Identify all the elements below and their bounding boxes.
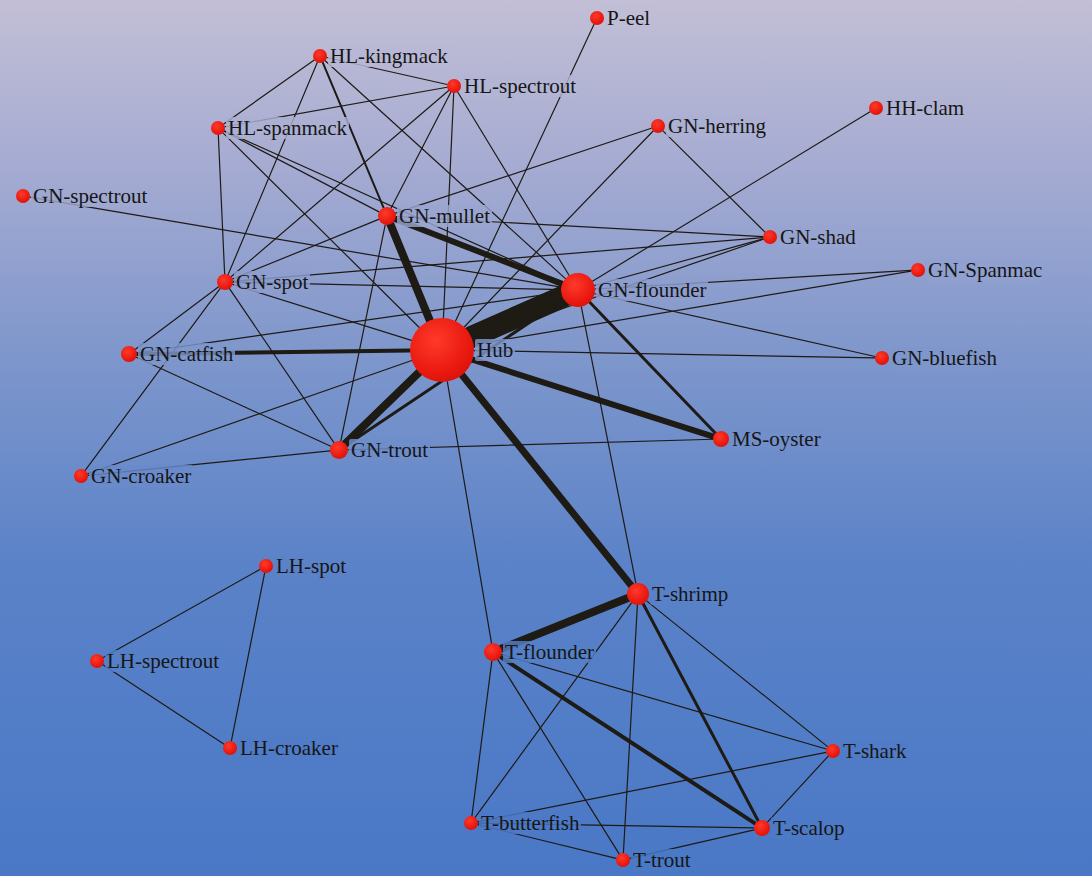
- network-node: HH-clam: [869, 101, 883, 115]
- network-node: T-shark: [826, 744, 840, 758]
- node-label: GN-herring: [666, 115, 768, 137]
- node-label: HL-spectrout: [462, 75, 578, 97]
- node-label: Hub: [475, 339, 515, 361]
- node-label: T-shrimp: [650, 583, 730, 605]
- node-label: GN-Spanmac: [926, 259, 1044, 281]
- node-label: T-butterfish: [479, 812, 581, 834]
- node-label: HL-kingmack: [328, 45, 450, 67]
- network-node: GN-croaker: [74, 469, 88, 483]
- network-node: T-flounder: [484, 643, 502, 661]
- network-edge: [341, 225, 385, 441]
- network-node: GN-shad: [763, 230, 777, 244]
- node-label: T-flounder: [503, 641, 596, 663]
- node-label: LH-croaker: [238, 737, 340, 759]
- node-label: GN-flounder: [596, 279, 708, 301]
- network-edge: [475, 603, 631, 817]
- network-edge: [647, 601, 828, 747]
- network-node: GN-mullet: [378, 207, 396, 225]
- network-node: GN-herring: [651, 119, 665, 133]
- network-node: LH-spot: [259, 559, 273, 573]
- node-label: HL-spanmack: [226, 117, 349, 139]
- network-edge: [462, 375, 631, 585]
- network-edge: [502, 655, 827, 750]
- network-node: LH-spectrout: [90, 654, 104, 668]
- node-label: T-trout: [631, 849, 693, 871]
- network-edge: [474, 271, 912, 345]
- network-edge: [593, 112, 871, 281]
- network-edge: [224, 131, 562, 283]
- network-edge: [663, 131, 765, 232]
- network-edge: [224, 60, 315, 124]
- network-node: T-trout: [616, 853, 630, 867]
- node-label: GN-catfish: [138, 343, 235, 365]
- node-label: MS-oyster: [730, 428, 823, 450]
- node-label: GN-spot: [234, 271, 310, 293]
- network-node: LH-croaker: [223, 741, 237, 755]
- network-edge: [136, 357, 331, 446]
- node-label: P-eel: [605, 7, 652, 29]
- network-edge: [581, 307, 636, 584]
- network-edge: [345, 372, 419, 443]
- network-edge: [223, 133, 419, 328]
- network-edge: [229, 289, 333, 443]
- network-edge: [595, 294, 876, 357]
- network-edge: [224, 131, 379, 212]
- node-label: GN-croaker: [89, 465, 193, 487]
- network-node: GN-bluefish: [875, 351, 889, 365]
- network-edge: [767, 756, 828, 822]
- network-edge: [396, 128, 652, 213]
- node-label: T-shark: [841, 740, 908, 762]
- network-node: HL-spanmack: [211, 121, 225, 135]
- network-edge: [231, 573, 264, 741]
- node-label: HH-clam: [884, 97, 966, 119]
- network-edge: [458, 92, 570, 275]
- network-node: MS-oyster: [713, 431, 729, 447]
- network-node: GN-spectrout: [16, 189, 30, 203]
- network-node: T-shrimp: [627, 583, 649, 605]
- node-label: LH-spectrout: [105, 650, 221, 672]
- network-edge: [623, 605, 637, 853]
- network-node: GN-catfish: [121, 346, 137, 362]
- network-edge: [103, 665, 224, 744]
- network-node: HL-kingmack: [313, 49, 327, 63]
- network-edge: [218, 135, 224, 274]
- network-node: GN-flounder: [561, 273, 595, 307]
- node-label: T-scalop: [771, 817, 847, 839]
- node-label: GN-spectrout: [31, 185, 149, 207]
- network-edge: [135, 287, 218, 349]
- network-edge: [233, 238, 763, 282]
- node-label: GN-bluefish: [890, 347, 999, 369]
- network-node: GN-Spanmac: [911, 263, 925, 277]
- network-node: GN-spot: [217, 274, 233, 290]
- network-edge: [390, 224, 429, 320]
- network-edge: [474, 351, 875, 358]
- network-node: P-eel: [590, 11, 604, 25]
- node-label: GN-shad: [778, 226, 858, 248]
- network-node: T-butterfish: [464, 816, 478, 830]
- network-edge: [447, 382, 491, 644]
- network-edge: [472, 239, 763, 339]
- network-node: Hub: [410, 318, 474, 382]
- network-edge: [472, 661, 492, 816]
- node-label: GN-mullet: [397, 205, 492, 227]
- network-edge: [228, 62, 317, 274]
- network-node: T-scalop: [754, 820, 770, 836]
- node-label: GN-trout: [349, 439, 430, 461]
- network-edge: [103, 569, 260, 657]
- network-edge: [472, 360, 713, 437]
- network-edge: [456, 24, 595, 321]
- network-edge: [391, 92, 451, 208]
- network-node: HL-spectrout: [447, 79, 461, 93]
- network-edge: [85, 288, 220, 470]
- network-node: GN-trout: [330, 441, 348, 459]
- node-label: LH-spot: [274, 555, 348, 577]
